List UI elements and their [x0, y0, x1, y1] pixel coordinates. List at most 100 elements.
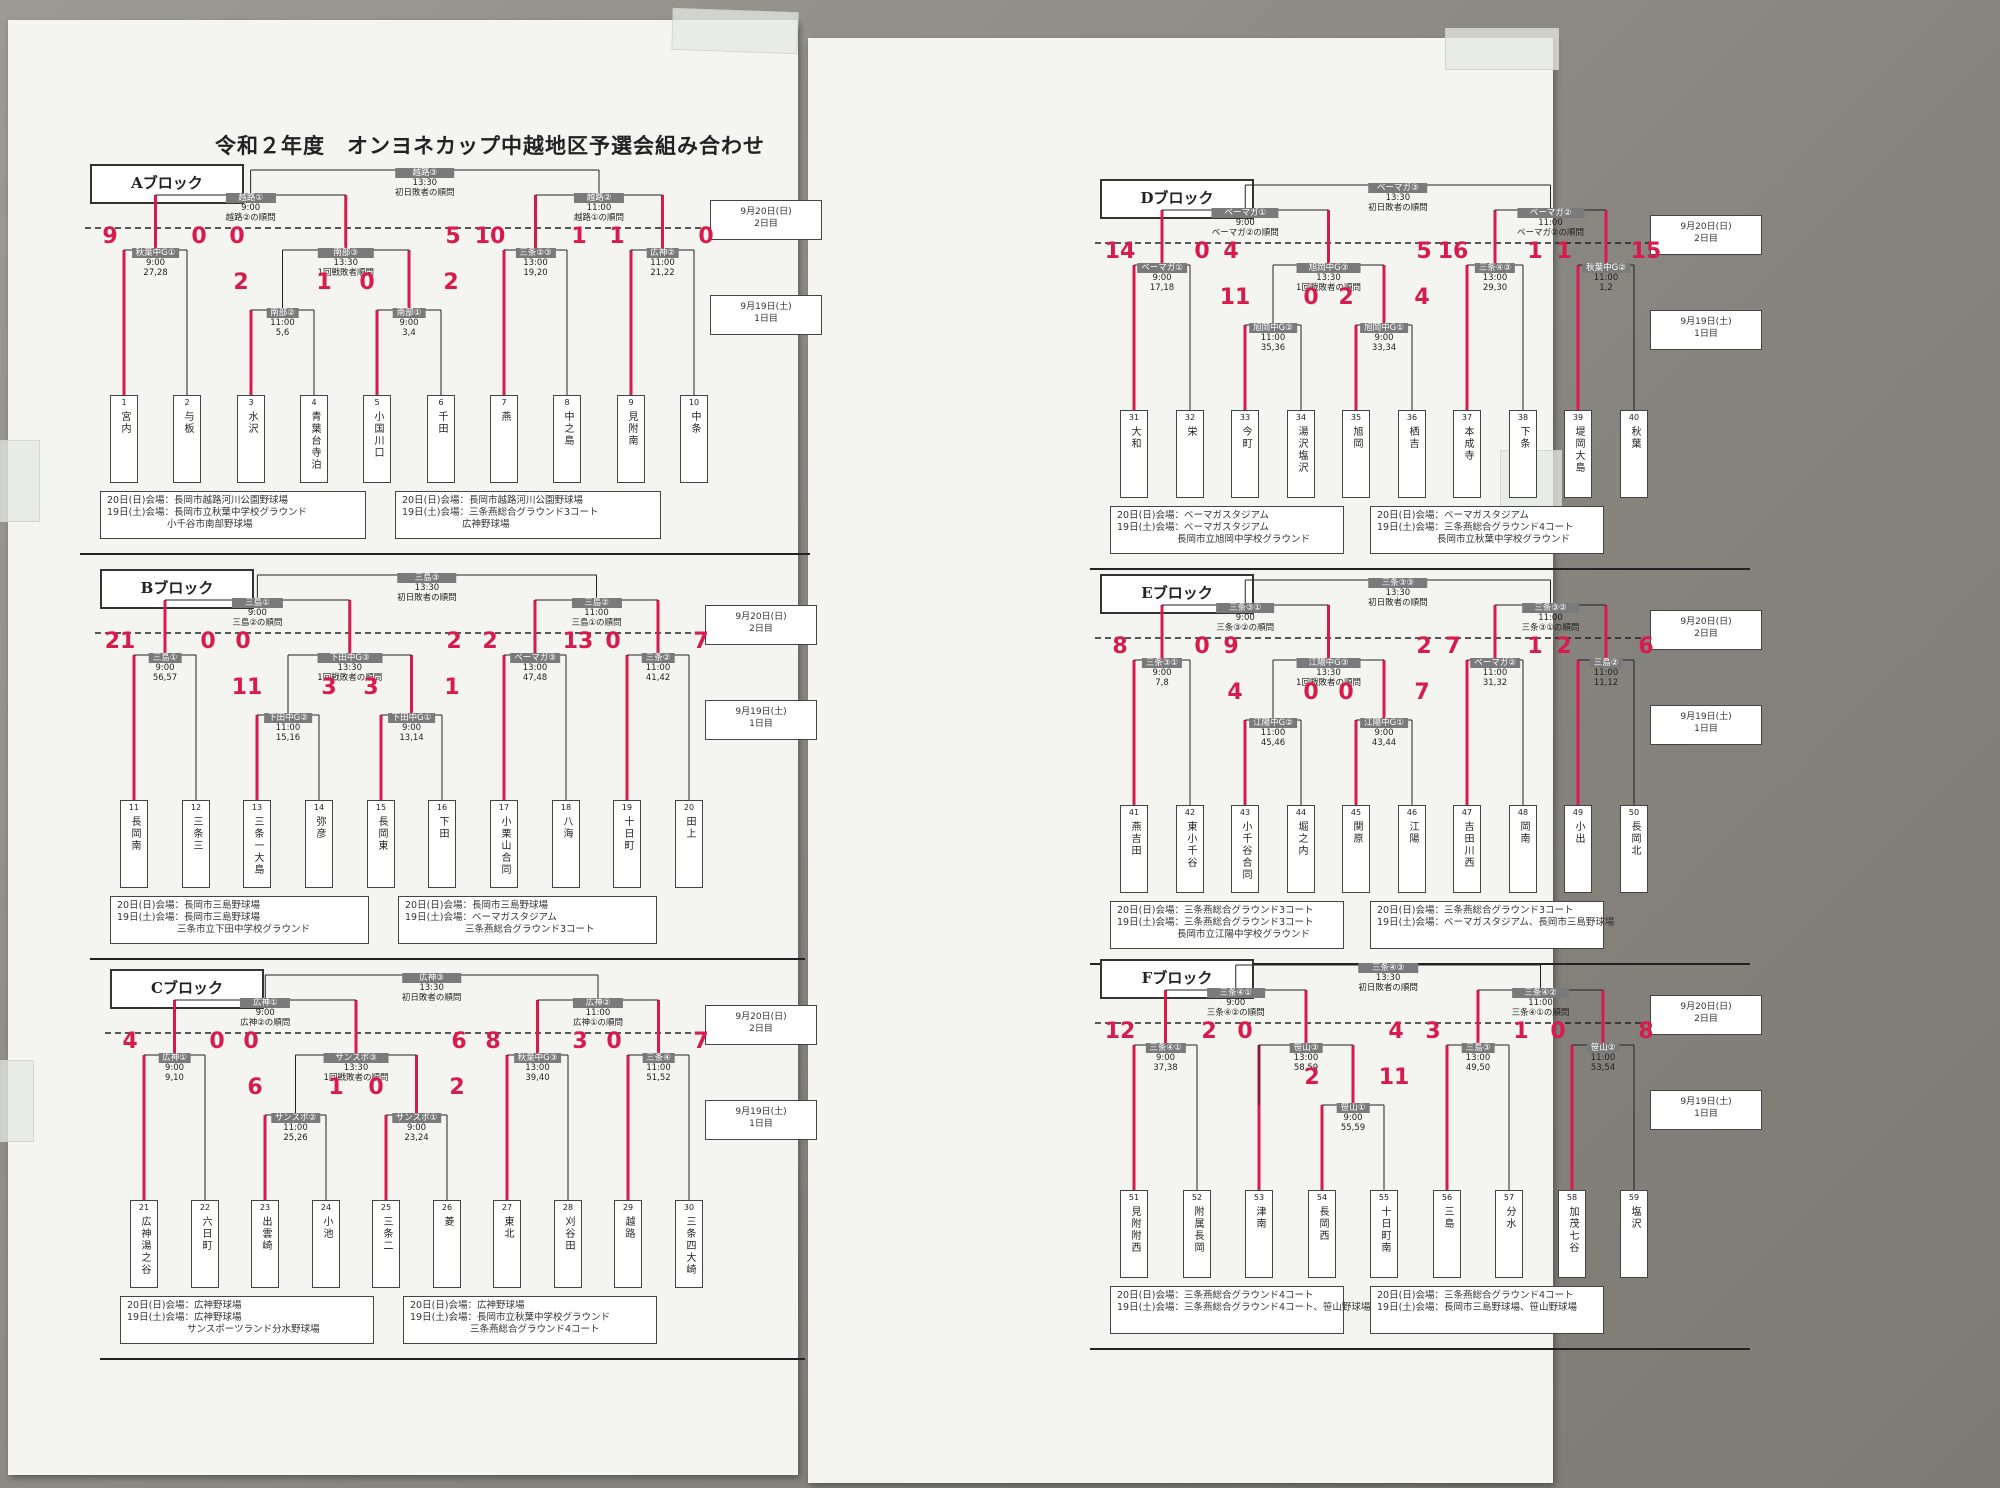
handwritten-score: 2	[1304, 1065, 1320, 1090]
team-name: 三条二	[381, 1216, 392, 1252]
match-note: 三条③①の順問	[1521, 623, 1580, 633]
match-name: 三島③	[397, 573, 457, 583]
handwritten-score: 10	[474, 224, 506, 249]
team-name: 長岡東	[376, 816, 387, 852]
handwritten-score: 2	[443, 270, 459, 295]
team-number: 41	[1128, 808, 1140, 817]
match-time: 11:00	[1593, 273, 1619, 283]
team-number: 22	[199, 1203, 211, 1212]
match-name: 三島②	[571, 598, 622, 608]
venue-line: 20日(日)会場：長岡市越路河川公園野球場	[402, 495, 584, 506]
match-name: 三島③	[1461, 1043, 1495, 1053]
team-name: 三条四大崎	[684, 1216, 695, 1276]
handwritten-score: 0	[1194, 239, 1210, 264]
match-time: 13:00	[1482, 273, 1508, 283]
venue-line: 19日(土)会場：長岡市立秋葉中学校グラウンド	[107, 507, 308, 518]
venue-line: 長岡市立江陽中学校グラウンド	[1177, 929, 1311, 940]
team-name: 加茂七谷	[1567, 1206, 1578, 1254]
handwritten-score: 0	[229, 224, 245, 249]
team-name: 今町	[1240, 426, 1251, 450]
team-name: 十日町	[622, 816, 633, 852]
handwritten-score: 0	[606, 1029, 622, 1054]
handwritten-score: 6	[451, 1029, 467, 1054]
match-name: ベーマガ②	[1516, 208, 1585, 218]
handwritten-score: 4	[1388, 1019, 1404, 1044]
day-text: 2日目	[749, 624, 773, 634]
team-number: 16	[436, 803, 448, 812]
team-number: 19	[621, 803, 633, 812]
handwritten-score: 0	[1550, 1019, 1566, 1044]
match-name: 下田中G②	[264, 713, 312, 723]
match-note: 広神②の順問	[240, 1018, 291, 1028]
match-time: 13:30	[1316, 273, 1341, 283]
team-name: 小栗山合同	[499, 816, 510, 876]
team-name: 下条	[1518, 426, 1529, 450]
match-note: 三条④②の順問	[1206, 1008, 1265, 1018]
venue-line: 20日(日)会場：三条燕総合グラウンド3コート	[1377, 905, 1574, 916]
match-note: 9,10	[165, 1073, 184, 1083]
team-name: 栄	[1185, 426, 1196, 438]
match-note: 1回戦敗者の順問	[1296, 283, 1361, 293]
handwritten-score: 2	[1338, 285, 1354, 310]
match-name: ベーマガ③	[1368, 183, 1428, 193]
handwritten-score: 0	[1303, 285, 1319, 310]
date-box: 9月20日(日)2日目	[705, 1005, 817, 1045]
match-name: 三条④③	[1358, 963, 1418, 973]
match-time: 9:00	[1374, 333, 1394, 343]
team-number: 31	[1128, 413, 1140, 422]
match-name: 三条④③	[1474, 263, 1516, 273]
handwritten-score: 14	[1104, 239, 1136, 264]
handwritten-score: 2	[1416, 634, 1432, 659]
block-divider	[1090, 568, 1750, 570]
team-number: 27	[501, 1203, 513, 1212]
match-name: 三条②	[641, 653, 675, 663]
day-text: 1日目	[749, 719, 773, 729]
match-time: 9:00	[399, 318, 419, 328]
team-number: 33	[1239, 413, 1251, 422]
match-time: 13:30	[414, 583, 440, 593]
match-time: 13:30	[419, 983, 444, 993]
date-text: 9月19日(土)	[735, 707, 787, 717]
bracket-lines	[1095, 964, 1650, 1190]
match-note: 39,40	[525, 1073, 550, 1083]
bracket-lines	[1095, 184, 1650, 410]
handwritten-score: 8	[1638, 1019, 1654, 1044]
match-time: 9:00	[1155, 1053, 1176, 1063]
venue-line: 19日(土)会場：広神野球場	[127, 1312, 242, 1323]
match-name: 下田中G①	[387, 713, 436, 723]
match-name: サンスポ③	[323, 1053, 389, 1063]
match-time: 13:30	[1385, 193, 1411, 203]
handwritten-score: 7	[693, 629, 709, 654]
tape	[671, 7, 799, 55]
team-number: 59	[1628, 1193, 1640, 1202]
date-text: 9月19日(土)	[1680, 317, 1732, 327]
team-name: 岡南	[1518, 821, 1529, 845]
match-time: 9:00	[241, 203, 261, 213]
match-time: 9:00	[401, 723, 422, 733]
handwritten-score: 9	[1223, 634, 1239, 659]
team-number: 5	[374, 398, 380, 407]
team-number: 39	[1572, 413, 1584, 422]
team-number: 50	[1628, 808, 1640, 817]
